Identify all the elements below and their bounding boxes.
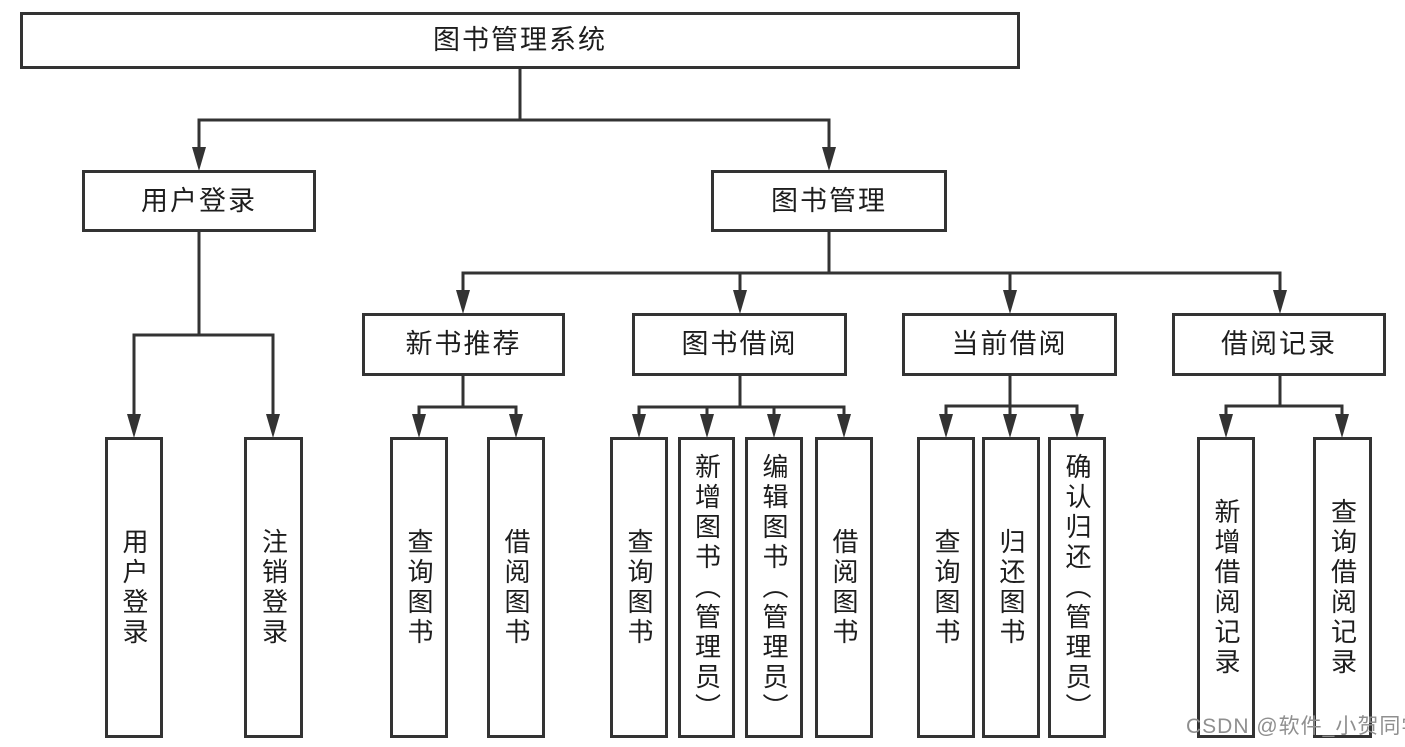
node-book-borrowing: 图书借阅: [632, 313, 847, 376]
node-book-management: 图书管理: [711, 170, 947, 232]
node-borrowing-records: 借阅记录: [1172, 313, 1386, 376]
leaf-user-login: 用户登录: [105, 437, 163, 738]
csdn-watermark: CSDN @软件_小贺同学: [1186, 715, 1405, 738]
node-user-login: 用户登录: [82, 170, 316, 232]
leaf-newrec-borrow-books: 借阅图书: [487, 437, 545, 738]
node-new-book-recommend: 新书推荐: [362, 313, 565, 376]
leaf-current-query-books: 查询图书: [917, 437, 975, 738]
leaf-records-query-record: 查询借阅记录: [1313, 437, 1372, 738]
leaf-newrec-query-books: 查询图书: [390, 437, 448, 738]
leaf-borrow-edit-books-admin: 编辑图书（管理员）: [745, 437, 803, 738]
leaf-logout: 注销登录: [244, 437, 303, 738]
leaf-borrow-add-books-admin: 新增图书（管理员）: [678, 437, 735, 738]
leaf-borrow-query-books: 查询图书: [610, 437, 668, 738]
node-system: 图书管理系统: [20, 12, 1020, 69]
leaf-current-return-books: 归还图书: [982, 437, 1040, 738]
leaf-current-confirm-return-admin: 确认归还（管理员）: [1048, 437, 1106, 738]
leaf-records-add-record: 新增借阅记录: [1197, 437, 1255, 738]
node-current-borrowing: 当前借阅: [902, 313, 1117, 376]
leaf-borrow-borrow-books: 借阅图书: [815, 437, 873, 738]
